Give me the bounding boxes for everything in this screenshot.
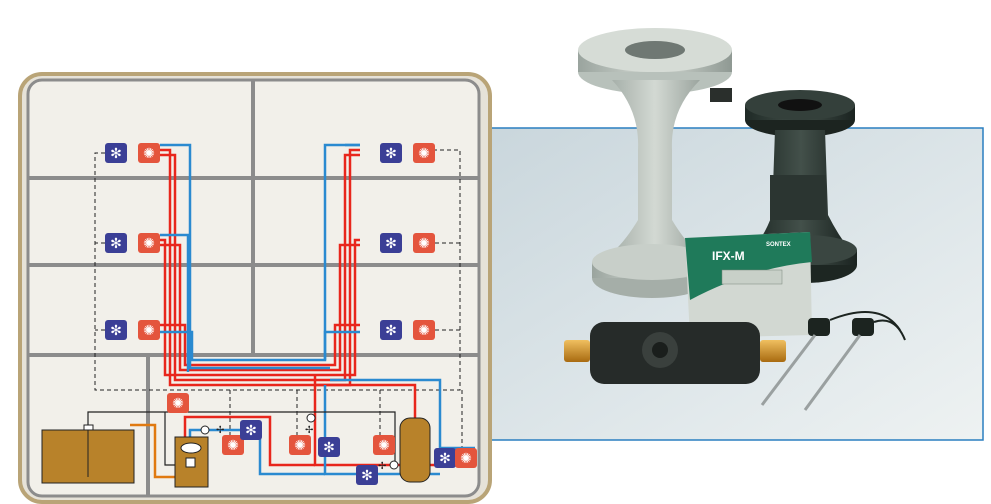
ifx-m-converter: IFX-M SONTEX bbox=[685, 232, 812, 338]
valve-icon: ✢ bbox=[378, 461, 386, 472]
heating-unit-icon bbox=[138, 143, 160, 163]
heating-unit-icon bbox=[413, 320, 435, 340]
cooling-sensor-icon bbox=[356, 465, 378, 485]
cooling-unit-icon bbox=[380, 143, 402, 163]
product-photo: IFX-M SONTEX bbox=[477, 28, 984, 441]
cooling-sensor-icon bbox=[318, 437, 340, 457]
control-wiring bbox=[94, 149, 463, 450]
heating-unit-icon bbox=[138, 320, 160, 340]
heating-sensor-icon bbox=[289, 435, 311, 455]
pipes bbox=[87, 143, 475, 479]
cooling-unit-icon bbox=[105, 320, 127, 340]
valve-icon: ✢ bbox=[305, 425, 313, 436]
building-walls bbox=[28, 80, 479, 496]
heating-unit-icon bbox=[413, 233, 435, 253]
grey-flow-tube bbox=[578, 28, 732, 298]
product-model-label: IFX-M bbox=[712, 249, 745, 263]
pump-icon bbox=[306, 413, 316, 423]
storage-tank bbox=[399, 417, 431, 483]
equipment: ✢ ✢ ✢ bbox=[41, 413, 431, 488]
valve-icon: ✢ bbox=[216, 425, 224, 436]
cooling-unit-icon bbox=[105, 233, 127, 253]
cooling-sensor-icon bbox=[240, 420, 262, 440]
heating-sensor-icon bbox=[455, 448, 477, 468]
cooling-unit-icon bbox=[380, 320, 402, 340]
pump-icon bbox=[389, 460, 399, 470]
heating-unit-icon bbox=[413, 143, 435, 163]
flow-sensor bbox=[564, 322, 786, 384]
pump-icon bbox=[200, 425, 210, 435]
heating-sensor-icon bbox=[167, 393, 189, 413]
heating-cooling-diagram: ✢ ✢ ✢ bbox=[18, 72, 492, 504]
product-brand-label: SONTEX bbox=[766, 242, 791, 248]
heating-sensor-icon bbox=[373, 435, 395, 455]
temperature-probes bbox=[760, 311, 906, 411]
cooling-unit-icon bbox=[380, 233, 402, 253]
heating-unit-icon bbox=[138, 233, 160, 253]
cooling-unit-icon bbox=[105, 143, 127, 163]
cooling-sensor-icon bbox=[434, 448, 456, 468]
